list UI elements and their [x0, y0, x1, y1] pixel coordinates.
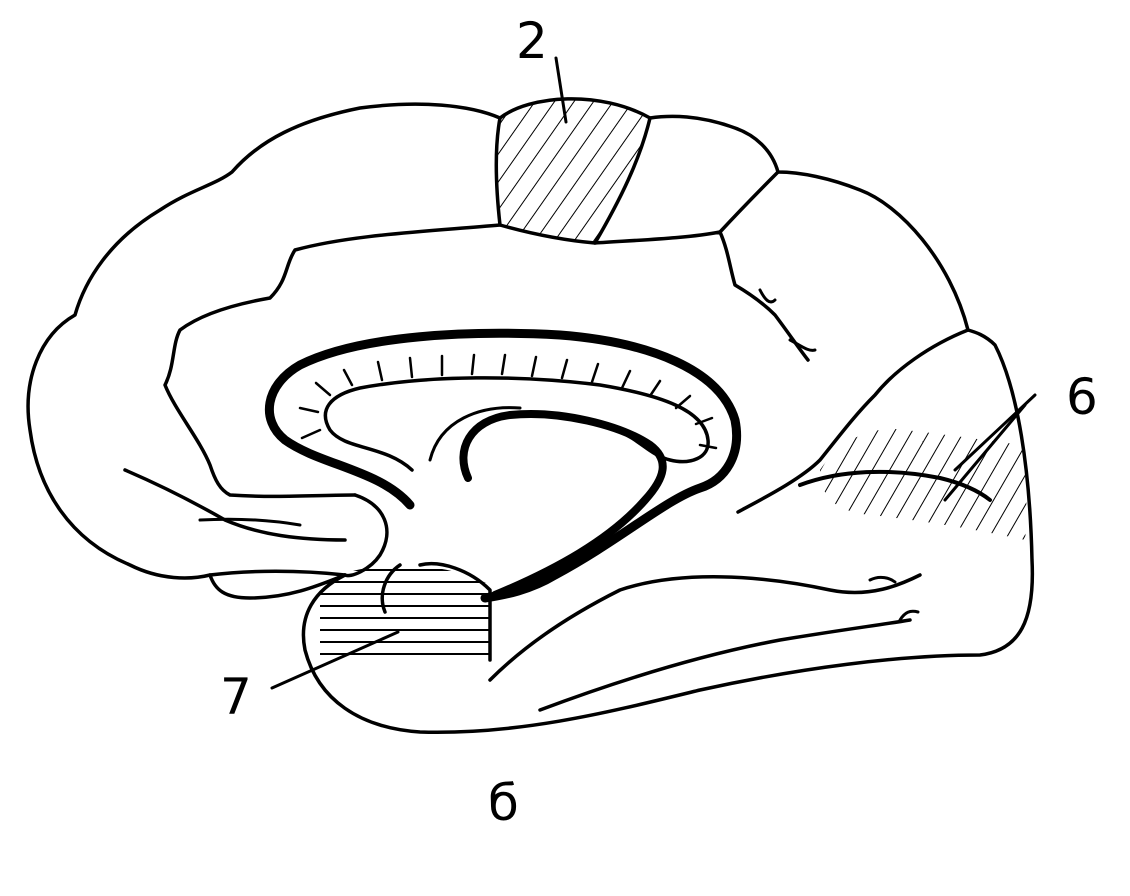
frontal-sulcus-short: [198, 517, 302, 527]
calcarine-sulcus: [798, 469, 992, 502]
figure-caption: б: [488, 774, 519, 832]
callosum-radial-ticks: [298, 353, 718, 450]
label-region-2: 2: [516, 12, 548, 70]
orbital-surface: [208, 569, 347, 577]
region-7-leader-line: [270, 630, 400, 690]
corpus-callosum: [265, 328, 741, 603]
region-7-hatched-area: [320, 565, 490, 661]
uncus-outline: [380, 562, 492, 662]
frontal-sulcus-lower: [123, 468, 347, 542]
region-6-leader-line-b: [943, 403, 1027, 502]
label-region-6: 6: [1066, 368, 1098, 426]
region-2-hatched-area: [494, 97, 652, 245]
region-6-hatched-area: [820, 429, 1027, 540]
fornix: [459, 410, 667, 599]
parietal-boundary: [718, 170, 780, 234]
temporal-sulcus-branch: [868, 575, 920, 622]
cingulate-sulcus: [163, 223, 810, 499]
sulcus-branch: [758, 288, 817, 352]
label-region-7: 7: [220, 668, 252, 726]
collateral-sulcus: [488, 573, 922, 682]
rhinal-sulcus: [538, 618, 912, 712]
precuneus-boundary: [736, 328, 970, 514]
region-2-leader-line: [554, 56, 568, 124]
fornix-inner: [428, 406, 522, 462]
hemisphere-outline: [26, 102, 1035, 735]
subcallosal-gyrus: [343, 493, 389, 578]
corpus-callosum-inner: [323, 376, 710, 472]
